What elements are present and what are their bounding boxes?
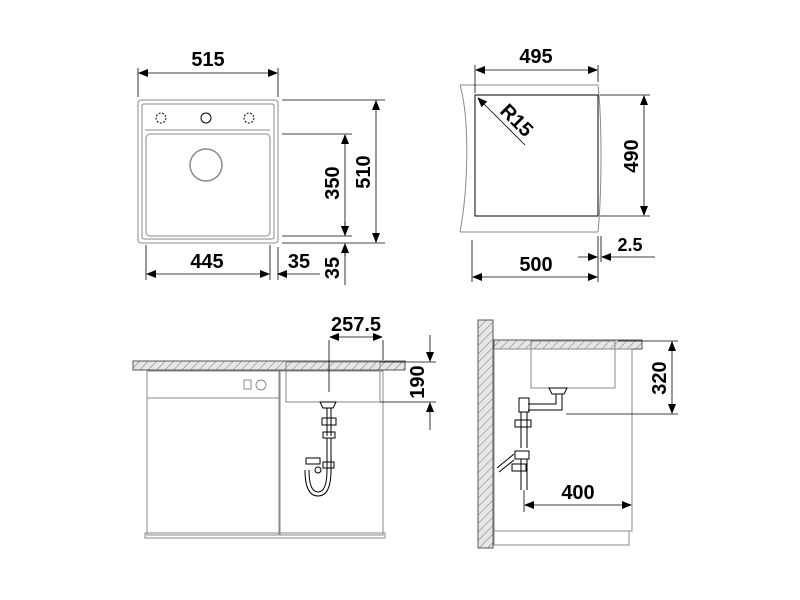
- cutout-view: R15 495 490 500 2.5: [459, 46, 655, 282]
- drawer-panel: [146, 370, 280, 399]
- side-drain-pipe: [528, 394, 563, 411]
- drain-icon: [189, 148, 223, 182]
- cutout-wavy-edges: [459, 84, 602, 233]
- dim-overall-height: 510: [353, 155, 375, 188]
- dim-offset-bottom: 35: [322, 257, 344, 279]
- side-plinth: [493, 530, 630, 546]
- sink-outline: [137, 99, 279, 244]
- dim-overall-width: 515: [191, 49, 224, 71]
- countertop: [132, 360, 406, 371]
- strainer: [319, 401, 337, 409]
- dim-drain-offset: 257.5: [331, 314, 381, 336]
- dim-cutout-width: 495: [519, 46, 552, 68]
- cabinet-door-left: [146, 397, 280, 536]
- dim-bowl-height: 350: [322, 166, 344, 199]
- side-strainer: [548, 387, 568, 395]
- dim-cutout-height: 490: [621, 139, 643, 172]
- dim-offset-right: 35: [288, 251, 310, 273]
- knob-2-icon: [255, 379, 267, 391]
- front-view: 257.5 190: [132, 314, 436, 539]
- tap-hole-right-icon: [243, 112, 255, 124]
- side-bowl: [530, 340, 616, 389]
- dim-front-depth: 190: [407, 365, 429, 398]
- dim-radius: R15: [495, 100, 537, 142]
- dim-bowl-depth: 320: [649, 361, 671, 394]
- dim-bowl-width: 445: [190, 251, 223, 273]
- radius-leader: [477, 97, 526, 146]
- dim-drain-distance: 400: [561, 482, 594, 504]
- tap-hole-left-icon: [155, 112, 167, 124]
- overflow-icon: [314, 466, 322, 474]
- wall: [477, 319, 494, 549]
- tap-hole-center-icon: [200, 112, 212, 124]
- dim-gap: 2.5: [617, 235, 642, 255]
- drain-pipe: [326, 408, 332, 436]
- side-view: 320 400: [477, 319, 678, 549]
- top-view: 515 510 350 35 445 35: [137, 49, 385, 285]
- sink-inner-rim: [141, 103, 275, 240]
- cutout-outline: [474, 94, 599, 217]
- p-trap: [304, 438, 332, 497]
- cabinet-right: [279, 370, 384, 536]
- knob-1-icon: [243, 379, 252, 390]
- bowl-outline: [145, 133, 271, 237]
- dim-cabinet-width: 500: [519, 254, 552, 276]
- plinth: [144, 532, 386, 539]
